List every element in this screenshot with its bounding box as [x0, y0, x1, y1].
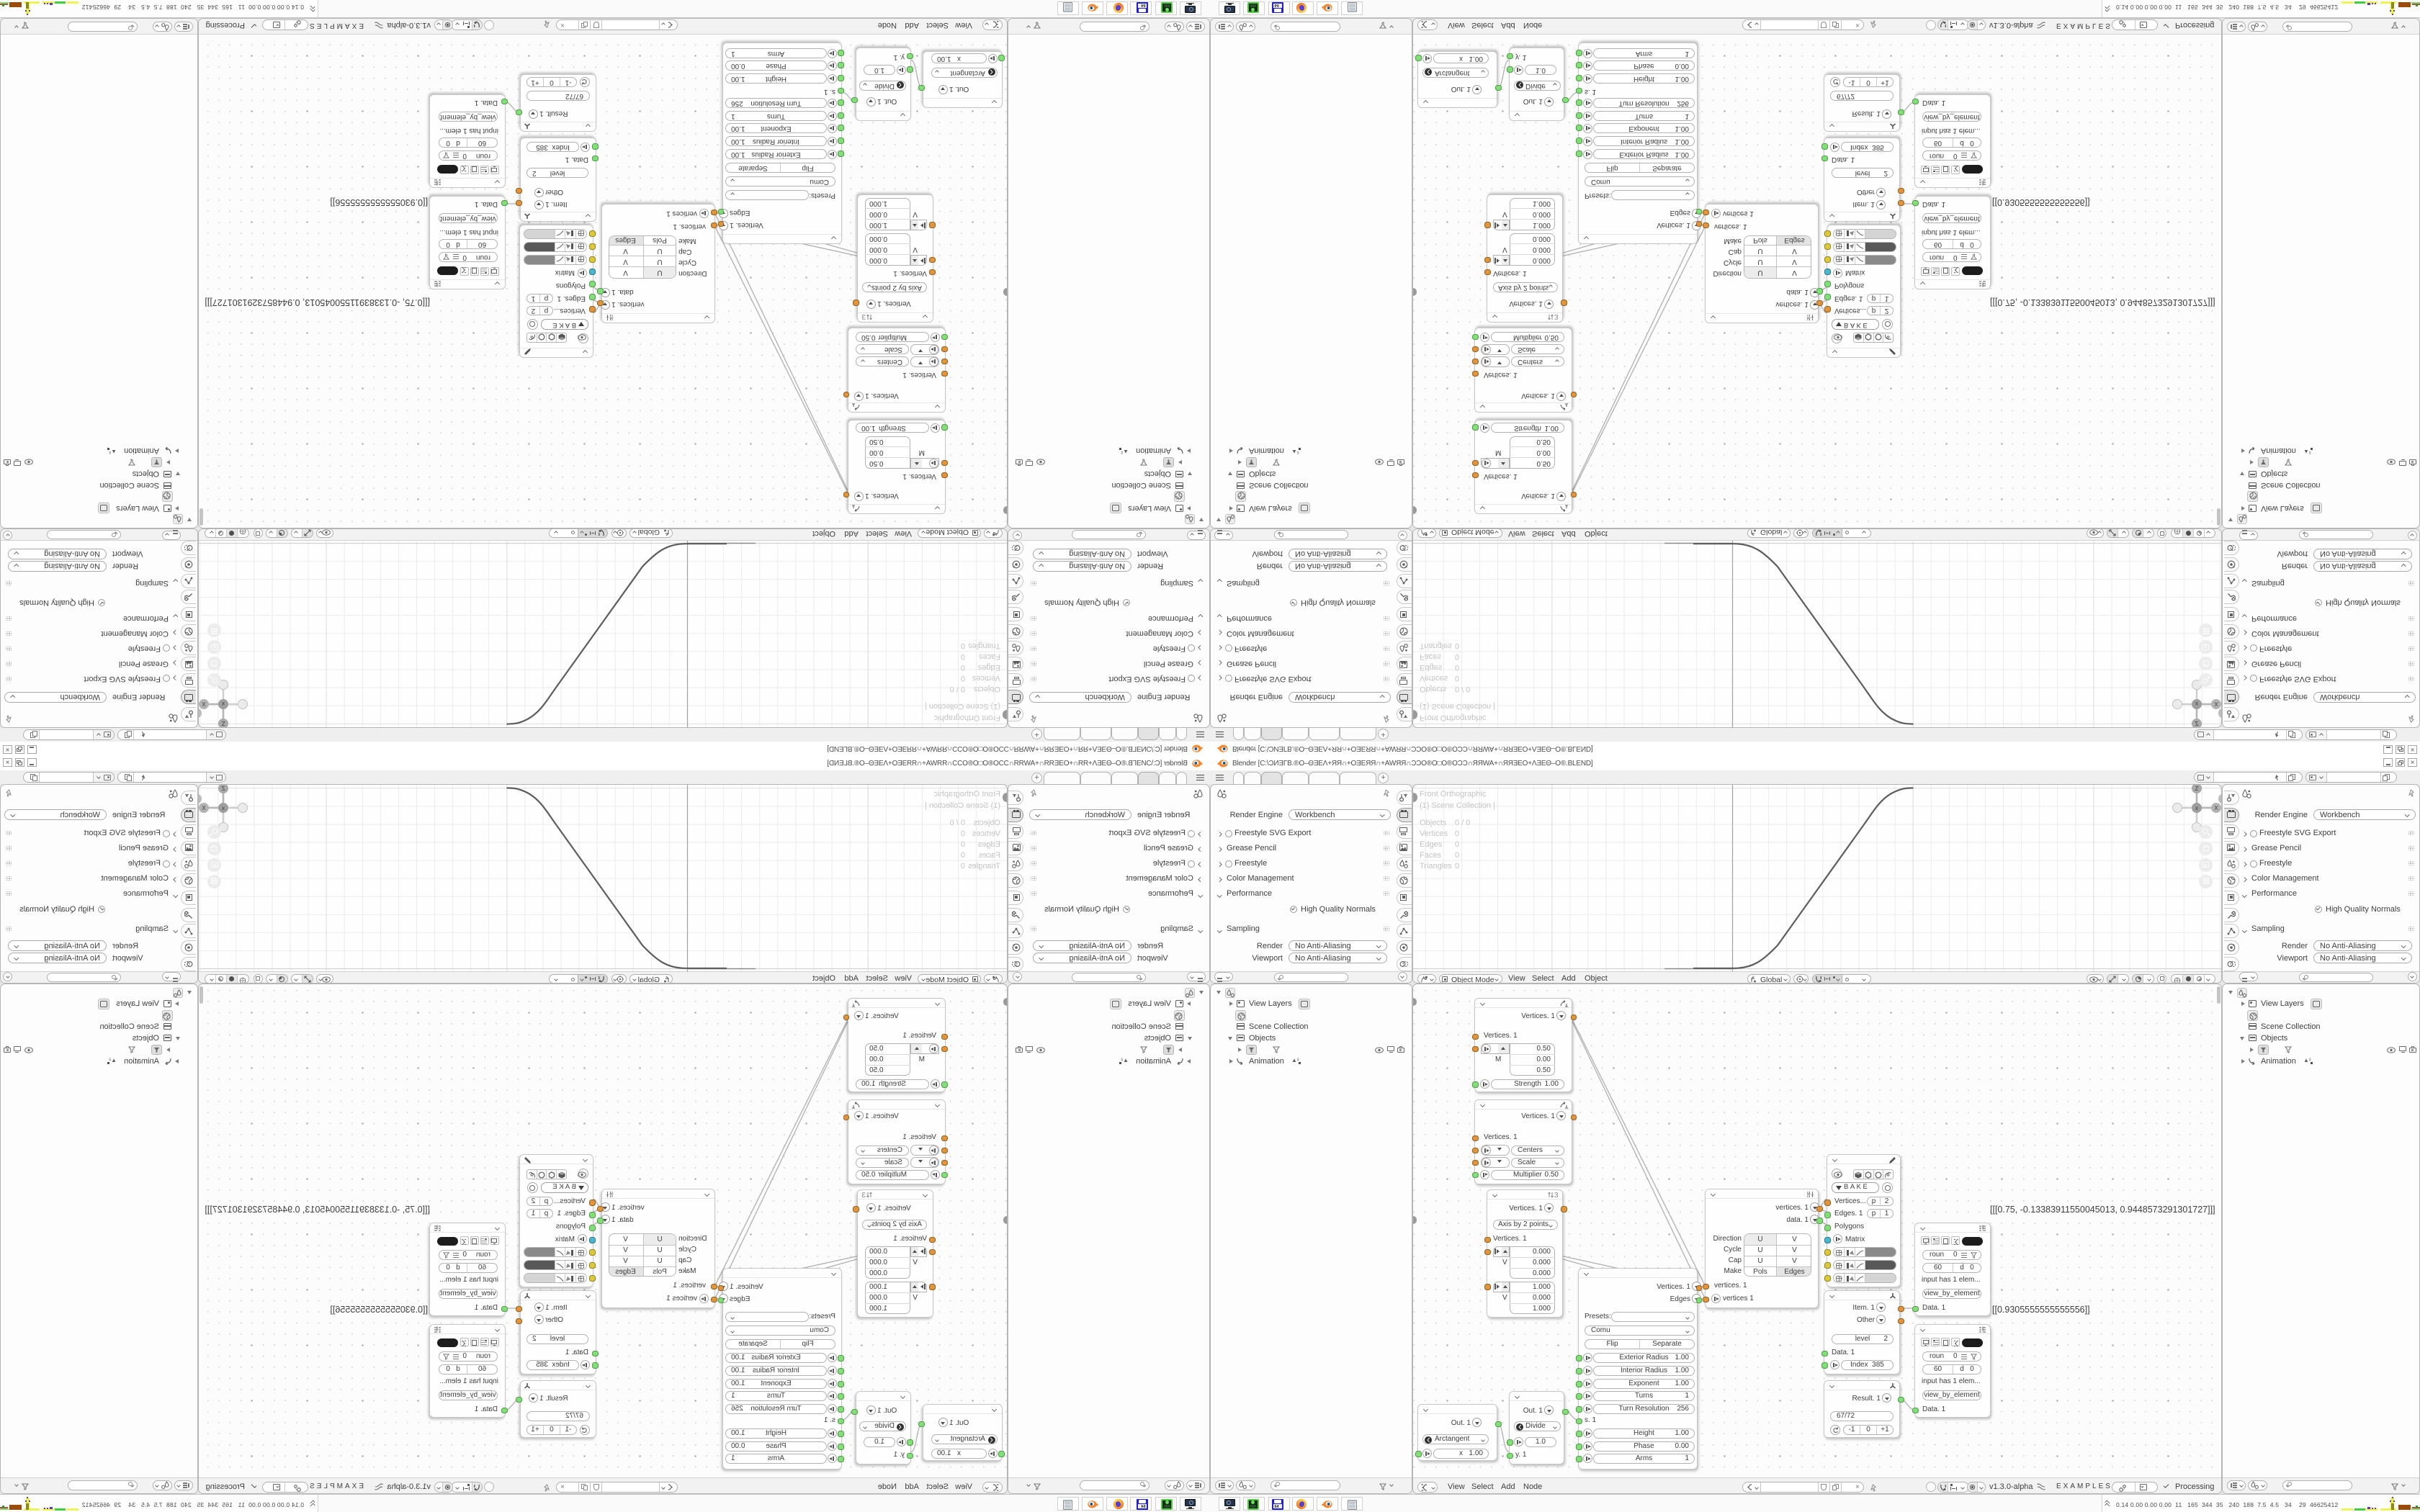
svg-text:X: X [2214, 805, 2218, 811]
svg-text:x: x [222, 805, 225, 811]
svg-text:x: x [2195, 805, 2198, 811]
svg-text:x: x [222, 701, 225, 707]
svg-text:X: X [202, 701, 206, 707]
svg-text:x: x [2195, 701, 2198, 707]
svg-text:Z: Z [2195, 720, 2199, 726]
svg-text:Z: Z [221, 786, 225, 792]
svg-text:Z: Z [221, 720, 225, 726]
svg-text:X: X [2214, 701, 2218, 707]
svg-text:Z: Z [2195, 786, 2199, 792]
svg-text:X: X [202, 805, 206, 811]
